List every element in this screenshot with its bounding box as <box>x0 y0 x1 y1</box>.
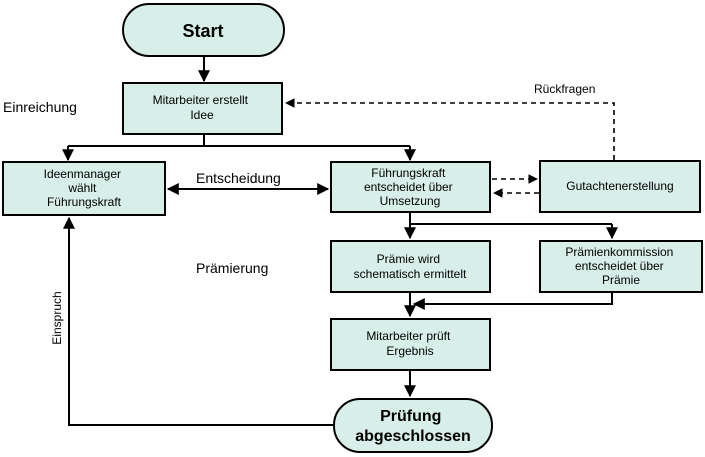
phase-praemierung: Prämierung <box>196 260 268 276</box>
praemienkommission-node: Prämienkommission entscheidet über Prämi… <box>539 240 703 293</box>
gutachten-node: Gutachtenerstellung <box>539 160 701 213</box>
edge-label-rueckfragen: Rückfragen <box>534 82 595 96</box>
edge-idee-split <box>68 134 410 147</box>
pruefung-mitarbeiter-node: Mitarbeiter prüft Ergebnis <box>330 318 491 371</box>
fuehrung-node: Führungskraft entscheidet über Umsetzung <box>330 161 491 213</box>
edge-rueckfragen <box>285 98 615 160</box>
phase-entscheidung: Entscheidung <box>196 170 281 186</box>
start-label: Start <box>182 21 223 41</box>
start-node: Start <box>122 3 285 57</box>
edge-kommission-to-merge <box>412 292 613 310</box>
edge-fuehrung-split <box>409 212 612 225</box>
praemie-schema-label: Prämie wird schematisch ermittelt <box>354 252 467 281</box>
idee-label: Mitarbeiter erstellt Idee <box>153 93 252 122</box>
ende-node: Prüfung abgeschlossen <box>333 398 493 453</box>
fuehrung-label: Führungskraft entscheidet über Umsetzung <box>364 166 456 208</box>
edge-label-einspruch: Einspruch <box>50 291 64 344</box>
ideenmanager-label: Ideenmanager wählt Führungskraft <box>44 167 125 209</box>
praemie-schema-node: Prämie wird schematisch ermittelt <box>330 240 491 293</box>
ideenmanager-node: Ideenmanager wählt Führungskraft <box>2 161 166 216</box>
phase-einreichung: Einreichung <box>3 99 77 115</box>
edge-einspruch <box>63 216 333 426</box>
gutachten-label: Gutachtenerstellung <box>566 179 673 193</box>
pruefung-mitarbeiter-label: Mitarbeiter prüft Ergebnis <box>366 329 453 358</box>
praemienkommission-label: Prämienkommission entscheidet über Prämi… <box>565 245 676 287</box>
idee-node: Mitarbeiter erstellt Idee <box>122 82 283 135</box>
ende-label: Prüfung abgeschlossen <box>355 408 471 445</box>
